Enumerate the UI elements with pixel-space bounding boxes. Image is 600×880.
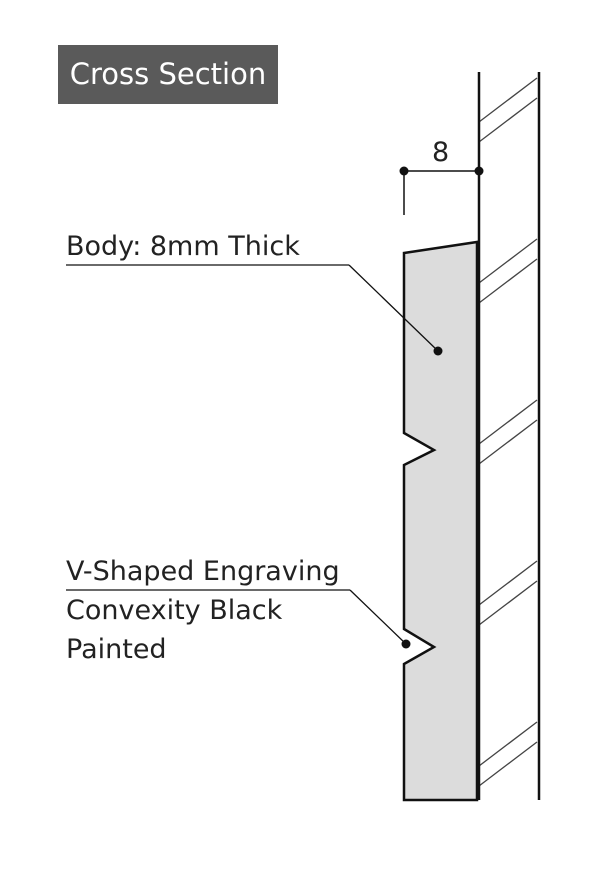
engraving-callout-dot [401, 639, 411, 649]
wall-hatching [478, 77, 538, 787]
engraving-callout-line2: Convexity Black [66, 595, 283, 626]
engraving-callout-line1: V-Shaped Engraving [66, 556, 340, 587]
engraving-callout-line3: Painted [66, 634, 167, 665]
body-callout-leader [66, 264, 439, 352]
thickness-dimension [399, 166, 484, 215]
dimension-start-dot [399, 166, 409, 176]
body-callout-dot [433, 346, 443, 356]
engraving-callout-leader [66, 589, 407, 645]
panel-body [402, 240, 479, 802]
dimension-end-dot [474, 166, 484, 176]
thickness-dimension-value: 8 [432, 137, 450, 168]
section-title: Cross Section [58, 45, 278, 104]
body-callout-label: Body: 8mm Thick [66, 231, 300, 262]
